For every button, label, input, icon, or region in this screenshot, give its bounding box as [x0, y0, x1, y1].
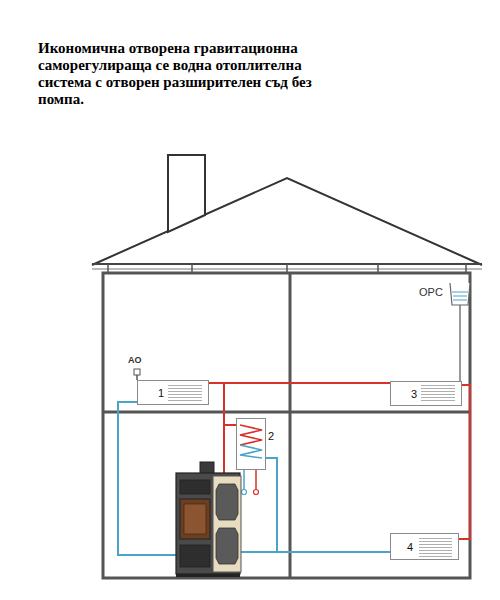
- return-pipe: [266, 458, 277, 552]
- stove-glass: [184, 504, 206, 534]
- expansion-tank: [450, 283, 470, 305]
- flue-outlet: [200, 462, 214, 474]
- radiator-body: [390, 381, 458, 406]
- radiator: 1: [137, 380, 209, 405]
- valve-label: AO: [128, 355, 142, 365]
- stove-body: [176, 473, 240, 574]
- expansion-pipe: [459, 305, 461, 381]
- stove-panel-window: [216, 528, 238, 564]
- radiator: 3: [390, 381, 462, 406]
- tank-label: OPC: [419, 286, 443, 298]
- tap: [254, 490, 259, 495]
- callout-number: 3: [391, 382, 461, 401]
- house-wall: [103, 273, 470, 578]
- stove-top-door: [180, 480, 210, 494]
- supply-riser: [223, 383, 225, 476]
- cold-water-pipe: [243, 470, 245, 489]
- return-pipe: [118, 402, 176, 555]
- radiator-body: [390, 533, 455, 560]
- heating-coil: [240, 425, 262, 445]
- floor: [103, 411, 470, 414]
- chimney: [168, 155, 205, 232]
- radiator-fins: [419, 536, 452, 557]
- stove-side-panel: [213, 476, 241, 572]
- title: Икономична отворена гравитационна саморе…: [38, 40, 330, 108]
- tap: [242, 490, 247, 495]
- air-vent: [134, 369, 140, 375]
- hot-water-pipe: [255, 470, 257, 489]
- radiator-fins: [168, 383, 202, 402]
- callout-number: 2: [268, 430, 274, 443]
- roof: [92, 178, 482, 265]
- hot-water-pipe: [459, 385, 470, 539]
- water-line: [453, 300, 467, 301]
- stove-ash-drawer: [180, 545, 210, 567]
- radiator-fins: [421, 384, 455, 403]
- callout-number: 1: [138, 381, 208, 400]
- water-line: [452, 292, 468, 293]
- radiator: 4: [390, 533, 459, 560]
- inner-wall: [289, 273, 292, 578]
- water-heater-tank: 2: [236, 418, 266, 470]
- supply-pipe: [224, 424, 236, 426]
- callout-number: 4: [391, 534, 458, 554]
- stove-base: [176, 574, 240, 577]
- heating-coil: [240, 445, 262, 458]
- tank-body: [236, 418, 266, 470]
- hot-water-pipe: [209, 382, 390, 384]
- water-line: [453, 296, 467, 297]
- radiator-body: [137, 380, 205, 405]
- stove-fire-door: [180, 499, 210, 539]
- return-pipe: [240, 551, 390, 553]
- stove-panel-window: [216, 484, 238, 520]
